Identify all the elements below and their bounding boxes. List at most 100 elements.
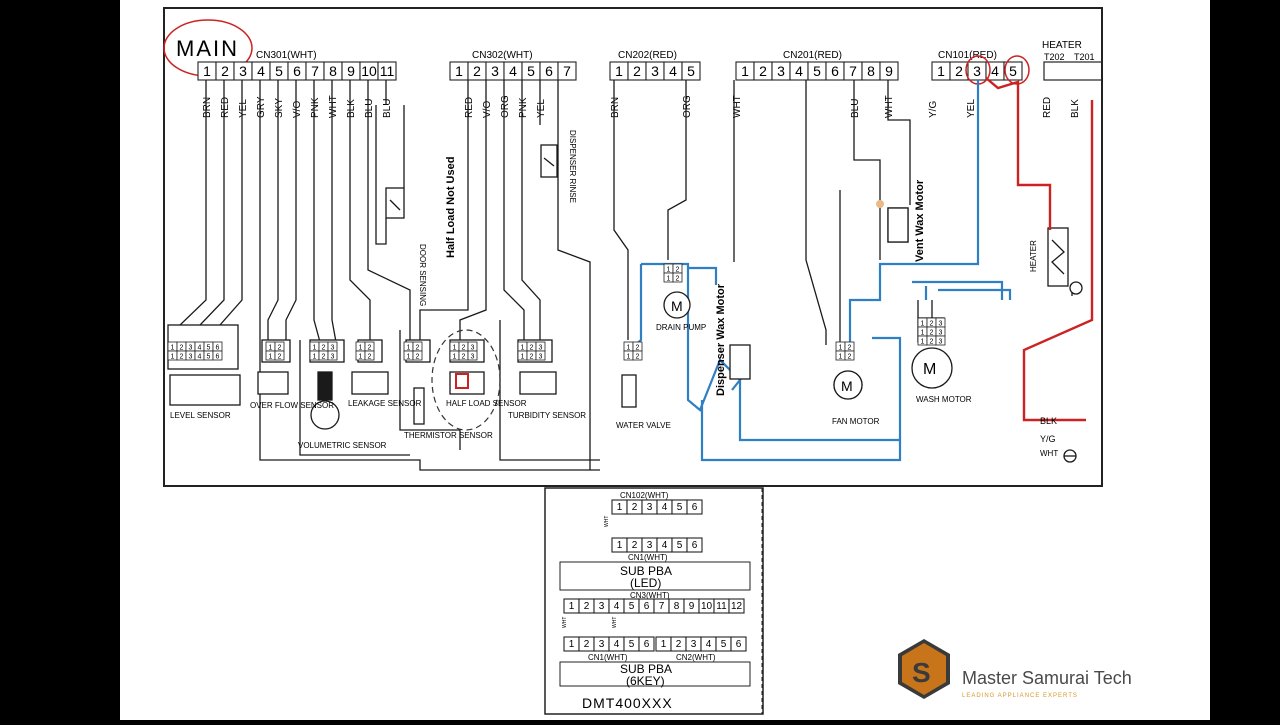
cn301-pin-number: 10: [361, 63, 377, 79]
wire-label: GRY: [256, 96, 267, 118]
pin-block-number: 3: [331, 345, 335, 352]
cn1-led-pin-number: 6: [692, 540, 698, 551]
cn2-key-pin-number: 5: [721, 639, 727, 650]
pin-block-number: 3: [939, 330, 943, 337]
pin-block-number: 1: [359, 345, 363, 352]
cn302-pin-number: 7: [563, 63, 571, 79]
cn2-key-pin-number: 1: [661, 639, 667, 650]
cn101-pin-cell: [1003, 61, 1023, 81]
wire-label: YEL: [536, 99, 547, 118]
schematic-page: MAIN CN301(WHT) CN302(WHT) CN202(RED) CN…: [120, 0, 1210, 720]
cn302-label: CN302(WHT): [472, 50, 533, 61]
cn101-pin-number: 3: [973, 63, 981, 79]
wire-tag-1: WHT: [604, 516, 610, 527]
pin-block-number: 1: [921, 339, 925, 346]
pin-block-number: 3: [189, 354, 193, 361]
cn301-pin-number: 8: [329, 63, 337, 79]
cn1-key-pin-number: 3: [599, 639, 605, 650]
wash-motor-m: M: [923, 361, 936, 378]
cn3-pin-number: 7: [659, 601, 665, 612]
logo-s-icon: S: [912, 657, 931, 688]
sub-pba-6key-title: SUB PBA: [620, 662, 672, 676]
pin-block-number: 2: [636, 354, 640, 361]
cn3-pin-number: 8: [674, 601, 680, 612]
drain-pump-motor: [663, 291, 691, 319]
pin-block-number: 3: [939, 339, 943, 346]
sub-pba-led-title: SUB PBA: [620, 564, 672, 578]
wiring-diagram: MAIN CN301(WHT) CN302(WHT) CN202(RED) CN…: [163, 7, 1132, 715]
cn3-pin-number: 1: [569, 601, 575, 612]
cn302-pin-number: 5: [527, 63, 535, 79]
cn302-pin-number: 2: [473, 63, 481, 79]
cn3-pin-number: 6: [644, 601, 650, 612]
pin-block-number: 4: [198, 345, 202, 352]
cn301-pin-number: 2: [221, 63, 229, 79]
pin-block-cell: [672, 272, 683, 283]
drain-pump-label: DRAIN PUMP: [656, 323, 706, 332]
cn102-pin-cell: [686, 499, 703, 515]
model-number: DMT400XXX: [582, 695, 673, 711]
half-load-red-mark: [455, 373, 469, 389]
pin-block-number: 2: [530, 345, 534, 352]
cn201-pin-number: 5: [813, 63, 821, 79]
heater-terminal-block: [1043, 61, 1103, 81]
wire-label: SKY: [274, 98, 285, 118]
pin-block-number: 2: [278, 345, 282, 352]
wire-label: PNK: [310, 97, 321, 118]
pin-block-number: 2: [676, 276, 680, 283]
pin-block-number: 1: [521, 354, 525, 361]
heater-terminal-t201: T201: [1074, 52, 1095, 62]
pin-block-number: 1: [839, 354, 843, 361]
pin-block-number: 6: [216, 354, 220, 361]
pin-block-number: 4: [198, 354, 202, 361]
right-black-bar: [1210, 0, 1280, 720]
pin-block-cell: [632, 350, 643, 361]
volumetric-sensor-label: VOLUMETRIC SENSOR: [298, 441, 387, 450]
cn3-pin-number: 2: [584, 601, 590, 612]
wire-label: RED: [1042, 97, 1053, 118]
level-sensor-label: LEVEL SENSOR: [170, 411, 231, 420]
pin-block-number: 6: [216, 345, 220, 352]
cn3-pin-number: 4: [614, 601, 620, 612]
pin-block-number: 1: [313, 345, 317, 352]
cn201-pin-number: 9: [885, 63, 893, 79]
pin-block-number: 3: [471, 354, 475, 361]
main-title: MAIN: [176, 36, 239, 61]
pin-block-number: 1: [407, 354, 411, 361]
wire-label: WHT: [328, 95, 339, 118]
cn301-pin-number: 7: [311, 63, 319, 79]
cn1-led-label: CN1(WHT): [628, 553, 668, 562]
cn1-key-pin-number: 5: [629, 639, 635, 650]
brand-logo: S: [898, 639, 950, 699]
cn201-pin-number: 6: [831, 63, 839, 79]
heater-label: HEATER: [1029, 240, 1038, 272]
half-load-sensor-label: HALF LOAD SENSOR: [446, 399, 527, 408]
pin-block-cell: [467, 350, 478, 361]
cn1-led-pin-cell: [686, 537, 703, 553]
heater-header-label: HEATER: [1042, 40, 1082, 51]
pin-block-number: 1: [667, 276, 671, 283]
cn1-key-pin-number: 1: [569, 639, 575, 650]
cn102-pin-number: 4: [662, 502, 668, 513]
pin-block-cell: [327, 350, 338, 361]
wire-label: BLU: [364, 99, 375, 118]
pin-block-cell: [412, 350, 423, 361]
pin-block-number: 1: [313, 354, 317, 361]
pin-block-number: 2: [180, 354, 184, 361]
cn202-pin-number: 2: [633, 63, 641, 79]
cn301-pin-number: 11: [380, 63, 395, 79]
cn301-pin-number: 3: [239, 63, 247, 79]
pin-block-cell: [535, 350, 546, 361]
cn102-pin-number: 2: [632, 502, 638, 513]
faint-dot: [876, 200, 884, 208]
cn2-key-label: CN2(WHT): [676, 653, 716, 662]
cn1-key-pin-cell: [638, 636, 655, 652]
pin-block-number: 2: [462, 345, 466, 352]
fan-motor-label: FAN MOTOR: [832, 417, 880, 426]
